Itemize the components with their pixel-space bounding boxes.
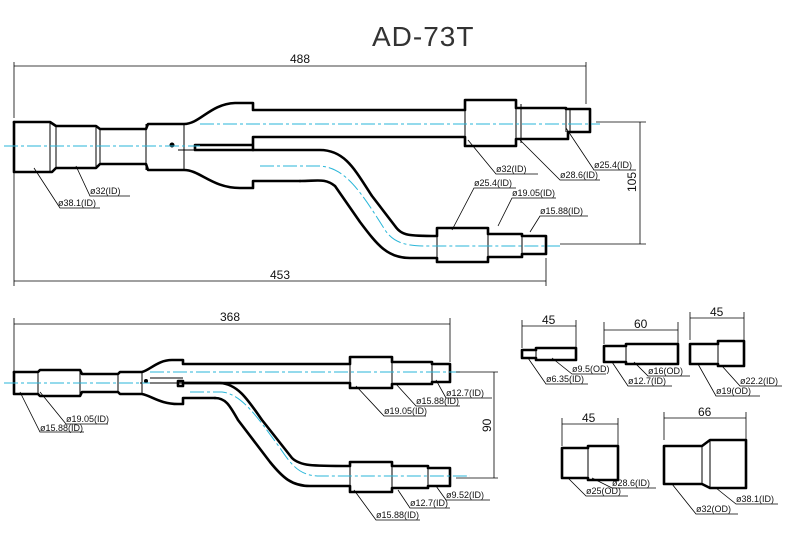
dim-488: 488 (290, 52, 310, 66)
reducer-3-length: 45 (710, 305, 724, 319)
reducer-4-label-a: ø28.6(ID) (612, 478, 650, 488)
large-divider-dot (169, 142, 175, 148)
label-large-main-3: ø25.4(ID) (594, 160, 632, 170)
dim-453: 453 (270, 268, 290, 282)
large-inlet-lower (12, 120, 302, 190)
reducer-1: 45 ø9.5(OD) ø6.35(ID) (520, 313, 610, 385)
large-centerline (4, 123, 600, 247)
label-small-main-2: ø15.88(ID) (416, 396, 459, 406)
reducer-4-label-b: ø25(OD) (586, 486, 621, 496)
reducer-3-label-b: ø19(OD) (716, 386, 751, 396)
reducer-5-label-a: ø38.1(ID) (736, 494, 774, 504)
large-joints (49, 100, 571, 262)
small-divider-dot (144, 379, 148, 383)
large-divider (178, 144, 250, 151)
label-large-main-1: ø32(ID) (496, 164, 527, 174)
label-small-branch-3: ø9.52(ID) (446, 490, 484, 500)
reducer-3: 45 ø22.2(ID) ø19(OD) (688, 305, 782, 397)
small-inlet-lower (12, 370, 217, 406)
label-large-main-2: ø28.6(ID) (560, 170, 598, 180)
reducer-1-label-b: ø6.35(ID) (546, 374, 584, 384)
label-small-main-3: ø12.7(ID) (446, 388, 484, 398)
dim-368: 368 (220, 310, 240, 324)
large-branch-pipe (251, 148, 548, 264)
dim-105: 105 (625, 172, 639, 192)
reducer-2-label-b: ø12.7(ID) (628, 376, 666, 386)
reducer-2-label-a: ø16(OD) (648, 366, 683, 376)
reducer-4-body (560, 444, 620, 482)
reducer-5-length: 66 (698, 405, 712, 419)
large-branch-assembly: 488 105 453 (4, 52, 646, 286)
reducer-5-label-b: ø32(OD) (696, 504, 731, 514)
large-leaders (33, 127, 636, 233)
reducer-1-body (520, 346, 578, 362)
dim-90: 90 (480, 418, 494, 432)
reducer-4: 45 ø28.6(ID) ø25(OD) (560, 411, 656, 497)
reducer-3-label-a: ø22.2(ID) (740, 376, 778, 386)
label-large-inlet-outer: ø38.1(ID) (58, 198, 96, 208)
reducer-3-body (688, 339, 746, 368)
label-small-branch-2: ø12.7(ID) (410, 498, 448, 508)
part-title: AD-73T (372, 21, 474, 52)
small-centerline (4, 371, 470, 477)
small-branch-pipe (181, 381, 452, 494)
reducer-1-length: 45 (542, 313, 556, 327)
small-joints (37, 357, 433, 492)
label-small-inlet-outer: ø15.88(ID) (40, 423, 83, 433)
reducer-2-length: 60 (634, 317, 648, 331)
reducer-5: 66 ø38.1(ID) ø32(OD) (662, 405, 778, 515)
small-leaders (19, 379, 492, 521)
reducer-2: 60 ø16(OD) ø12.7(ID) (602, 317, 690, 387)
label-large-inlet-inner: ø32(ID) (90, 186, 121, 196)
label-small-inlet-inner: ø19.05(ID) (66, 414, 109, 424)
reducer-1-label-a: ø9.5(OD) (572, 364, 610, 374)
reducer-4-length: 45 (582, 411, 596, 425)
label-small-branch-1: ø15.88(ID) (376, 510, 419, 520)
small-branch-assembly: 368 90 ø19.05(ID) ø15. (4, 310, 498, 521)
reducer-2-body (602, 342, 680, 366)
label-large-branch-2: ø19.05(ID) (512, 188, 555, 198)
reducer-5-body (662, 438, 748, 490)
small-main-pipe (12, 355, 452, 390)
label-large-branch-1: ø25.4(ID) (474, 178, 512, 188)
label-small-main-1: ø19.05(ID) (384, 406, 427, 416)
label-large-branch-3: ø15.88(ID) (540, 206, 583, 216)
